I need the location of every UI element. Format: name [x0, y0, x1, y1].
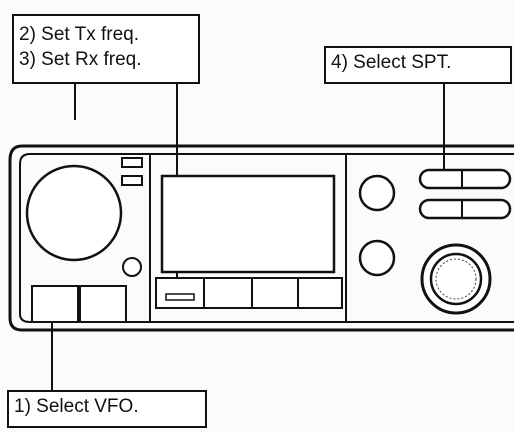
right-knob-upper: [358, 174, 396, 212]
callout-select-vfo: 1) Select VFO.: [7, 390, 207, 428]
chassis-inner-outline: [19, 153, 140, 323]
lcd-display: [160, 174, 336, 274]
function-key-1: [155, 277, 205, 309]
function-key-1-slot: [165, 293, 195, 301]
indicator-lamp-2: [121, 175, 143, 186]
function-key-3: [251, 277, 299, 309]
large-dial-grip: [435, 258, 477, 300]
function-key-4: [297, 277, 343, 309]
callout-set-tx-freq: 2) Set Tx freq.: [19, 24, 140, 45]
callout-select-spt: 4) Select SPT.: [324, 46, 512, 84]
spt-switch-upper: [418, 168, 512, 190]
callout-select-vfo-text: 1) Select VFO.: [14, 396, 139, 417]
spt-switch-lower: [418, 198, 512, 220]
large-dial-inner: [429, 252, 483, 306]
indicator-lamp-1: [121, 157, 143, 168]
vfo-button-left: [31, 285, 79, 323]
callout-select-spt-text: 4) Select SPT.: [331, 52, 452, 73]
callout-set-frequencies: 2) Set Tx freq. 3) Set Rx freq.: [12, 14, 200, 84]
main-tuning-dial: [25, 164, 123, 262]
vfo-button-right: [79, 285, 127, 323]
callout-set-rx-freq: 3) Set Rx freq.: [19, 49, 142, 70]
function-key-2: [203, 277, 253, 309]
small-knob: [122, 257, 142, 277]
right-knob-lower: [358, 239, 396, 277]
chassis-outer-outline: [8, 144, 514, 332]
